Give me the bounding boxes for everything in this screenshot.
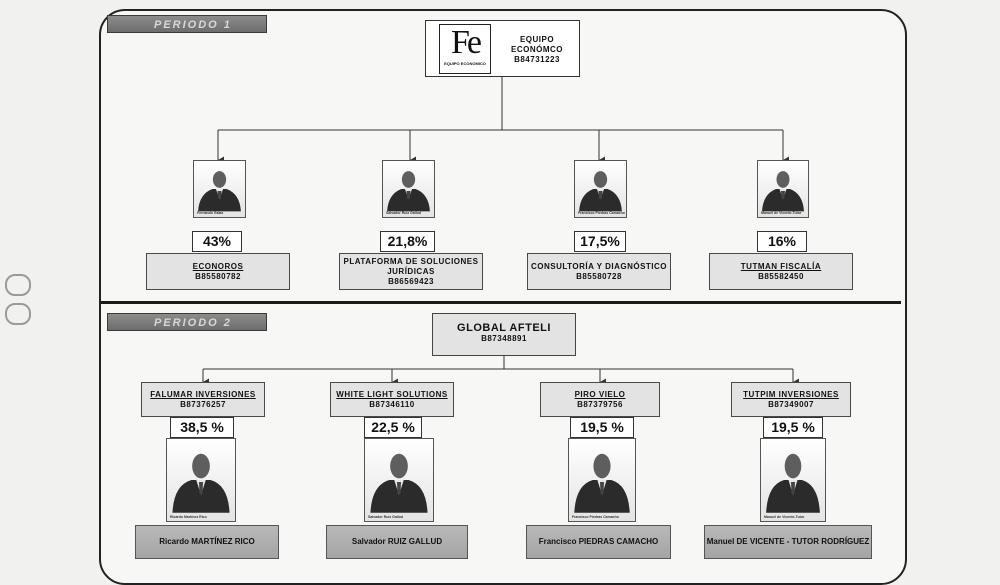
logo-mark: Fe [451,24,482,61]
parent-id: B84731223 [514,55,560,64]
company-name: PIRO VIELO [574,389,626,399]
share-percentage: 19,5 % [570,417,634,438]
period-divider [101,301,901,304]
company-name-line1: PLATAFORMA DE SOLUCIONES [343,256,479,266]
photo-caption: Salvador Ruiz Gallud [368,515,404,519]
person-name-bar: Salvador RUIZ GALLUD [326,525,468,559]
company-id: B85580728 [576,271,622,281]
share-percentage: 38,5 % [170,417,234,438]
parent-name: GLOBAL AFTELI [457,322,551,334]
photo-caption: Manuel de Vicente-Tutor [761,211,802,215]
company-name: TUTMAN FISCALÍA [740,261,822,271]
company-id: B87376257 [180,399,226,409]
person-photo: Francisco Piedras Camacho [568,438,636,522]
company-name: ECONOROS [192,261,244,271]
company-name: WHITE LIGHT SOLUTIONS [336,389,448,399]
global-afteli-box: GLOBAL AFTELI B87348891 [432,313,576,356]
share-percentage: 43% [192,231,242,252]
person-silhouette [198,171,241,212]
photo-caption: Ricardo Martínez Rico [170,515,207,519]
parent-name: EQUIPO ECONÓMCO B84731223 [498,35,576,65]
company-name: TUTPIM INVERSIONES [743,389,839,399]
company-box-falumar: FALUMAR INVERSIONES B87376257 [141,382,265,417]
person-photo: Salvador Ruiz Gallud [382,160,435,218]
company-box-econoros: ECONOROS B85580782 [146,253,290,290]
period-2-label: PERIODO 2 [107,313,267,331]
parent-id: B87348891 [481,334,527,343]
equipo-economico-box: Fe EQUIPO ECONOMICO EQUIPO ECONÓMCO B847… [425,20,580,77]
photo-caption: Francisco Piedras Camacho [578,211,625,215]
parent-name-line2: ECONÓMCO [511,45,563,54]
person-silhouette [370,453,428,513]
person-silhouette [574,453,630,513]
connector-lines [202,77,799,386]
company-id: B85580782 [195,271,241,281]
share-percentage: 19,5 % [763,417,823,438]
photo-caption: Fernando Galaz [197,211,224,215]
company-box-piro-vielo: PIRO VIELO B87379756 [540,382,660,417]
person-name-bar: Ricardo MARTÍNEZ RICO [135,525,279,559]
photo-caption: Salvador Ruiz Gallud [386,211,422,215]
person-silhouette [387,171,430,212]
binder-holes [5,274,31,325]
person-silhouette [762,171,804,212]
company-name: CONSULTORÍA Y DIAGNÓSTICO [530,261,668,271]
company-box-tutman: TUTMAN FISCALÍA B85582450 [709,253,853,290]
person-photo: Fernando Galaz [193,160,246,218]
share-percentage: 22,5 % [364,417,422,438]
person-silhouette [579,171,622,212]
share-percentage: 21,8% [380,231,435,252]
parent-name-line1: EQUIPO [519,35,555,44]
company-id: B87346110 [369,399,415,409]
company-box-white-light: WHITE LIGHT SOLUTIONS B87346110 [330,382,454,417]
period-1-label: PERIODO 1 [107,15,267,33]
company-name-line2: JURÍDICAS [387,266,435,276]
person-photo: Ricardo Martínez Rico [166,438,236,522]
company-box-plataforma: PLATAFORMA DE SOLUCIONES JURÍDICAS B8656… [339,253,483,290]
person-photo: Manuel de Vicente-Tutor [757,160,809,218]
person-photo: Manuel de Vicente-Tutor [760,438,826,522]
company-id: B87379756 [577,399,623,409]
person-silhouette [766,453,820,513]
photo-caption: Manuel de Vicente-Tutor [764,515,805,519]
share-percentage: 16% [757,231,807,252]
person-photo: Salvador Ruiz Gallud [364,438,434,522]
person-name-bar: Manuel DE VICENTE - TUTOR RODRÍGUEZ [704,525,872,559]
company-id: B86569423 [388,276,434,286]
person-silhouette [172,453,230,513]
company-box-consultoria: CONSULTORÍA Y DIAGNÓSTICO B85580728 [527,253,671,290]
company-box-tutpim: TUTPIM INVERSIONES B87349007 [731,382,851,417]
equipo-economico-logo: Fe EQUIPO ECONOMICO [439,24,491,74]
company-id: B85582450 [758,271,804,281]
person-photo: Francisco Piedras Camacho [574,160,627,218]
logo-subtitle: EQUIPO ECONOMICO [444,61,486,66]
person-name-bar: Francisco PIEDRAS CAMACHO [526,525,671,559]
company-name: FALUMAR INVERSIONES [150,389,256,399]
share-percentage: 17,5% [574,231,626,252]
company-id: B87349007 [768,399,814,409]
photo-caption: Francisco Piedras Camacho [572,515,619,519]
